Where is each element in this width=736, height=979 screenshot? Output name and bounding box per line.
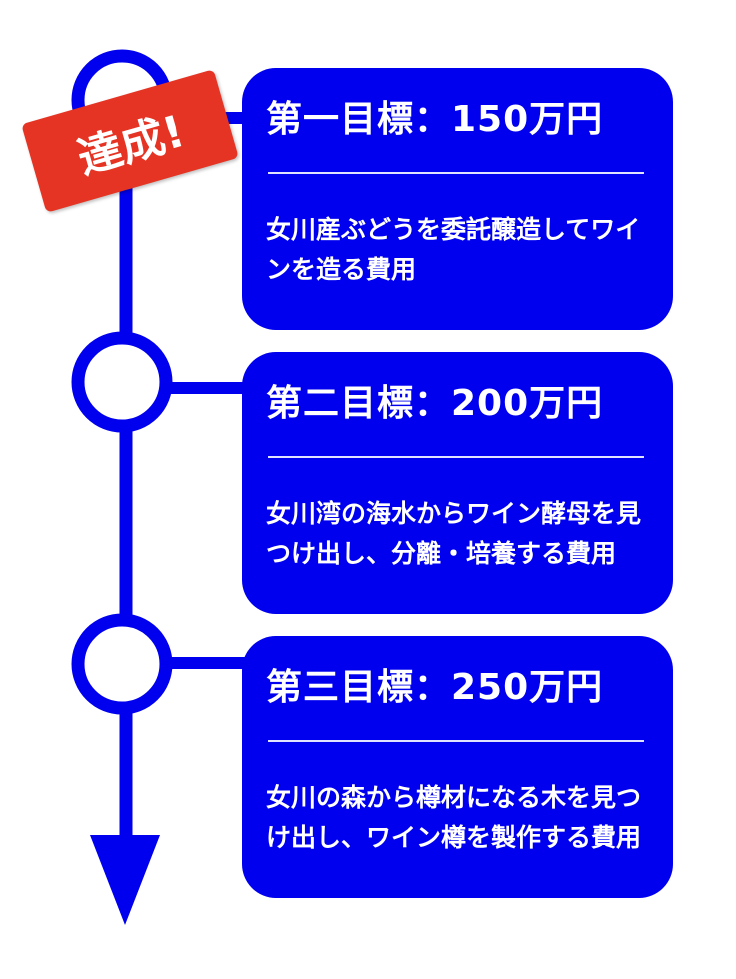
milestone-circle-3 (71, 613, 173, 715)
goal-title: 第一目標：150万円 (266, 99, 604, 140)
goal-description: 女川産ぶどうを委託醸造してワインを造る費用 (266, 215, 641, 284)
divider (268, 456, 644, 458)
goal-description: 女川湾の海水からワイン酵母を見つけ出し、分離・培養する費用 (266, 499, 642, 568)
goal-description: 女川の森から樽材になる木を見つけ出し、ワイン樽を製作する費用 (266, 783, 642, 852)
goal-card-3: 第三目標：250万円 女川の森から樽材になる木を見つけ出し、ワイン樽を製作する費… (242, 636, 673, 898)
goal-title: 第二目標：200万円 (266, 383, 604, 424)
arrow-down-icon (90, 835, 160, 925)
divider (268, 740, 644, 742)
goal-card-1: 第一目標：150万円 女川産ぶどうを委託醸造してワインを造る費用 (242, 68, 673, 330)
divider (268, 172, 644, 174)
goal-title: 第三目標：250万円 (266, 667, 604, 708)
milestone-circle-2 (71, 331, 173, 433)
goal-card-2: 第二目標：200万円 女川湾の海水からワイン酵母を見つけ出し、分離・培養する費用 (242, 352, 673, 614)
